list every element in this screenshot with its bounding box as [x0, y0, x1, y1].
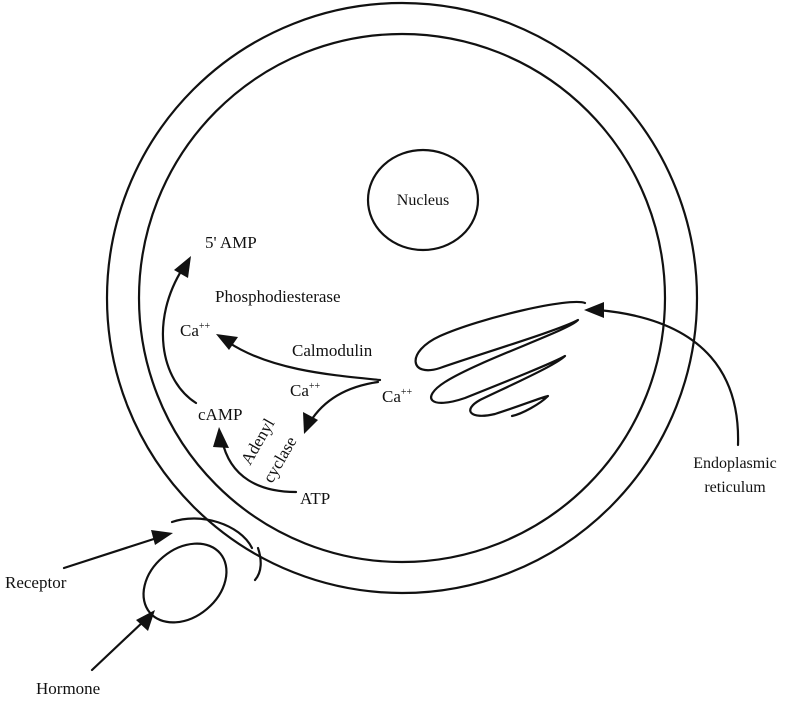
outer-cell-membrane — [107, 3, 697, 593]
hormone-pointer-arrowhead — [136, 610, 155, 631]
amp5-label: 5' AMP — [205, 233, 257, 252]
receptor-arc-lower — [255, 548, 261, 580]
camp-label: cAMP — [198, 405, 242, 424]
receptor-pointer-arrowhead — [151, 530, 173, 545]
endoplasmic-reticulum-shape — [416, 302, 585, 416]
hormone-label: Hormone — [36, 679, 100, 698]
ca-left-label: Ca++ — [180, 321, 211, 340]
endoplasmic-label: Endoplasmic — [693, 455, 777, 472]
camp-to-amp-arrowhead — [174, 256, 191, 278]
receptor-pointer-line — [64, 537, 160, 568]
atp-to-camp-arrowhead — [213, 427, 229, 448]
nucleus-label: Nucleus — [397, 192, 449, 209]
receptor-label: Receptor — [5, 573, 67, 592]
ca-to-cyclase-arrow — [310, 382, 378, 422]
atp-label: ATP — [300, 489, 330, 508]
ca-mid-label: Ca++ — [290, 381, 321, 400]
calmodulin-label: Calmodulin — [292, 341, 373, 360]
er-pointer-arrowhead — [584, 302, 604, 318]
ca-er-label: Ca++ — [382, 387, 413, 406]
hormone-pointer-line — [92, 620, 145, 670]
phosphodiesterase-label: Phosphodiesterase — [215, 287, 341, 306]
calmodulin-arrowhead — [216, 334, 238, 350]
reticulum-label: reticulum — [704, 479, 766, 496]
